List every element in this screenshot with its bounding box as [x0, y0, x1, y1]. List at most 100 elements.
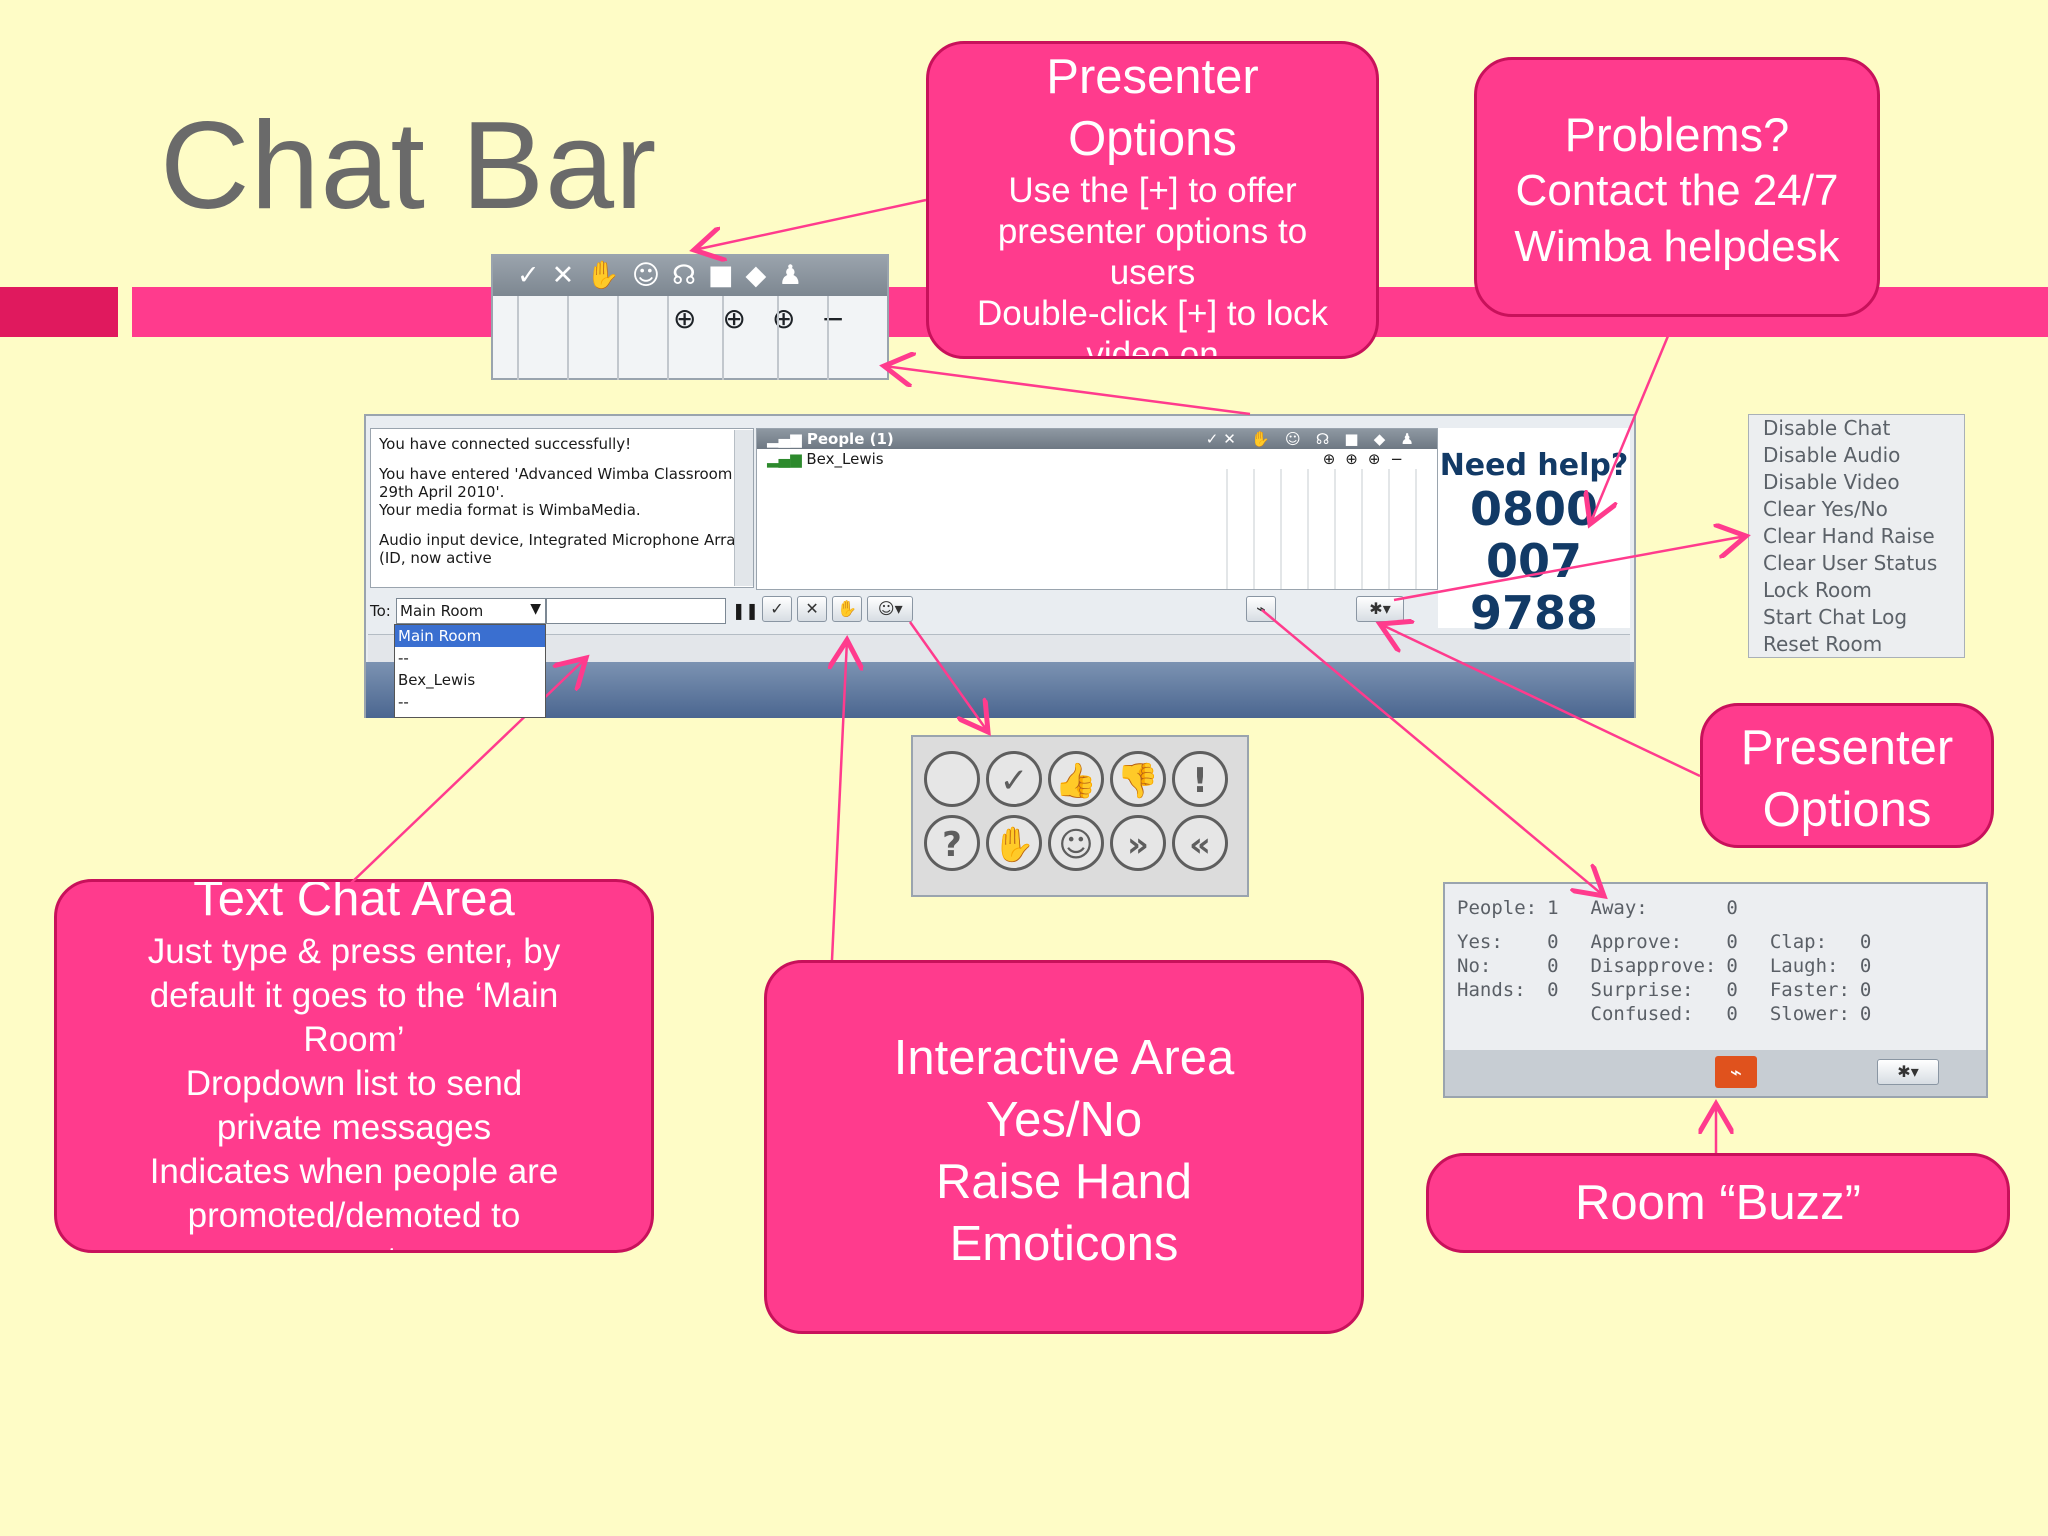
slide-title: Chat Bar	[160, 97, 658, 235]
laugh-icon[interactable]: ☺	[1048, 815, 1104, 871]
presenter-options-callout-right: Presenter Options	[1700, 703, 1994, 848]
help-number: 0800	[1469, 482, 1599, 536]
arrow	[349, 658, 586, 885]
arrow	[1380, 624, 1701, 778]
text-chat-callout: Text Chat Area Just type & press enter, …	[54, 879, 654, 1253]
stat-label: Approve:	[1590, 931, 1683, 953]
recipient-select[interactable]: Main Room ▼	[396, 598, 546, 624]
hand-icon[interactable]: ✋	[586, 260, 632, 291]
callout-heading: Text Chat Area	[193, 879, 515, 926]
buzz-button[interactable]: ⌁	[1246, 596, 1276, 622]
raise-hand-button[interactable]: ✋	[832, 596, 863, 622]
question-icon[interactable]: ?	[924, 815, 980, 871]
no-button[interactable]: ✕	[797, 596, 828, 622]
dropdown-option[interactable]: --	[398, 649, 409, 667]
stat-label: Confused:	[1590, 1003, 1694, 1025]
callout-text: Use the [+] to offer presenter options t…	[997, 171, 1308, 292]
dropdown-option[interactable]: Main Room	[395, 625, 545, 647]
people-row[interactable]: ▂▄▆ Bex_Lewis ⊕⊕⊕−	[757, 449, 1437, 469]
blank-emoticon-icon[interactable]	[924, 751, 980, 807]
stat-label: Surprise:	[1590, 979, 1694, 1001]
stat-value: 0	[1547, 979, 1559, 1001]
callout-heading: Interactive Area	[893, 1031, 1235, 1085]
presenter-options-button[interactable]: ✱▾	[1877, 1059, 1939, 1085]
slower-icon[interactable]: «	[1172, 815, 1228, 871]
arrow	[1393, 536, 1746, 602]
callout-text: Just type & press enter, by default it g…	[147, 932, 561, 1059]
menu-item[interactable]: Clear User Status	[1763, 551, 1938, 575]
stat-label: Faster:	[1769, 979, 1850, 1001]
stat-label: Yes:	[1457, 931, 1503, 953]
add-presenter-icon[interactable]: ⊕	[673, 302, 723, 335]
chat-input[interactable]	[546, 598, 726, 624]
yes-button[interactable]: ✓	[762, 596, 792, 622]
plus-buttons[interactable]: ⊕⊕⊕−	[1322, 450, 1413, 468]
bird-icon[interactable]: ✓	[986, 751, 1042, 807]
chat-bubble-icon[interactable]: ◆	[745, 260, 779, 291]
menu-item[interactable]: Disable Video	[1763, 470, 1900, 494]
exclamation-icon[interactable]: !	[1172, 751, 1228, 807]
clap-icon[interactable]: ✋	[986, 815, 1042, 871]
room-buzz-callout: Room “Buzz”	[1426, 1153, 2010, 1253]
status-row	[368, 634, 1630, 665]
people-header: People (1)	[806, 430, 894, 448]
stat-value: 0	[1726, 955, 1738, 977]
menu-item[interactable]: Clear Yes/No	[1763, 497, 1888, 521]
arrow	[694, 198, 927, 250]
people-grid	[1226, 469, 1417, 589]
stat-label: Hands:	[1457, 979, 1526, 1001]
dropdown-option[interactable]: --	[398, 693, 409, 711]
chat-message: You have connected successfully!	[379, 435, 632, 453]
menu-item[interactable]: Disable Audio	[1763, 443, 1901, 467]
presenter-icon[interactable]: ♟	[778, 260, 815, 291]
callout-text: Contact the 24/7 Wimba helpdesk	[1514, 166, 1840, 271]
stat-value: 0	[1859, 979, 1872, 1001]
stat-value: 0	[1726, 979, 1738, 1001]
menu-item[interactable]: Disable Chat	[1763, 416, 1891, 440]
buzz-icon[interactable]: ⌁	[1715, 1056, 1757, 1088]
menu-item[interactable]: Clear Hand Raise	[1763, 524, 1935, 548]
video-icon[interactable]: ■	[708, 260, 746, 291]
stat-value: 0	[1859, 931, 1872, 953]
callout-text: Yes/No	[985, 1093, 1143, 1147]
stat-label: People:	[1457, 897, 1538, 919]
callout-text: Double-click [+] to lock video on	[976, 294, 1329, 359]
callout-text: Raise Hand	[935, 1155, 1193, 1209]
interactive-buttons: ✓ ✕ ✋ ☺▾	[762, 596, 914, 622]
chat-scrollbar[interactable]	[734, 430, 753, 586]
add-presenter-icon[interactable]: ⊕	[722, 302, 772, 335]
pause-icon[interactable]: ❚❚	[732, 601, 759, 620]
chat-message: You have entered 'Advanced Wimba Classro…	[379, 465, 733, 501]
stat-label: No:	[1457, 955, 1492, 977]
help-title: Need help?	[1439, 448, 1629, 483]
callout-heading: Presenter Options	[1046, 50, 1259, 166]
to-row: To: Main Room ▼ ❚❚	[368, 596, 759, 626]
chat-log: You have connected successfully! You hav…	[370, 428, 754, 588]
recipient-value: Main Room	[400, 602, 484, 620]
toolbar-zoom: ✓✕✋☺☊■◆♟ ⊕⊕⊕−	[491, 254, 889, 380]
person-name: Bex_Lewis	[806, 450, 884, 468]
chat-message: Your media format is WimbaMedia.	[379, 501, 641, 519]
callout-text: Dropdown list to send private messages	[185, 1064, 523, 1147]
arrow	[908, 621, 988, 732]
menu-item[interactable]: Start Chat Log	[1763, 605, 1908, 629]
stat-value: 0	[1726, 897, 1738, 919]
help-panel: Need help? 0800 007 9788	[1438, 428, 1630, 639]
people-pane: ▂▄▆ People (1) ✓✕ ✋ ☺ ☊ ■ ◆ ♟ ▂▄▆ Bex_Le…	[756, 428, 1438, 590]
stat-label: Slower:	[1769, 1003, 1850, 1025]
stats-footer: ⌁ ✱▾	[1445, 1050, 1986, 1096]
check-x-icon[interactable]: ✓✕	[517, 260, 587, 291]
stat-label: Away:	[1590, 897, 1648, 919]
toolbar-icons-small: ✓✕ ✋ ☺ ☊ ■ ◆ ♟	[1205, 430, 1419, 448]
audio-icon[interactable]: ☊	[672, 260, 709, 291]
emoticon-button[interactable]: ☺▾	[867, 596, 914, 622]
menu-item[interactable]: Reset Room	[1763, 632, 1883, 656]
menu-item[interactable]: Lock Room	[1763, 578, 1872, 602]
stat-label: Clap:	[1769, 931, 1828, 953]
smiley-icon[interactable]: ☺	[631, 260, 673, 291]
thumbs-up-icon[interactable]: 👍	[1048, 751, 1104, 807]
dropdown-option[interactable]: Bex_Lewis	[398, 671, 476, 689]
faster-icon[interactable]: »	[1110, 815, 1166, 871]
thumbs-down-icon[interactable]: 👎	[1110, 751, 1166, 807]
